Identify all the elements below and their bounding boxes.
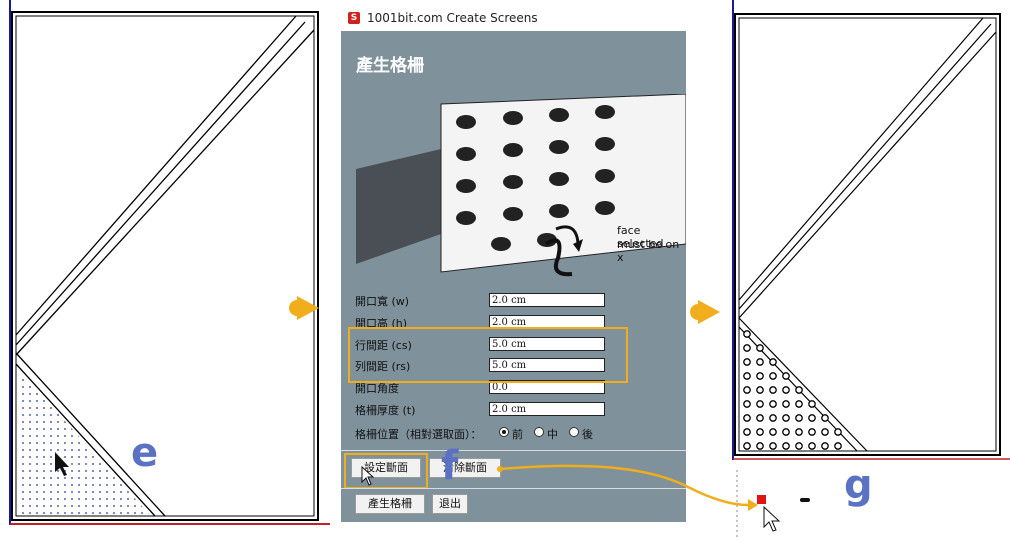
annotation-letter-g: g [844,462,873,508]
screen-hole [743,414,751,422]
label-opening-width: 開口寬 (w) [355,295,410,308]
screen-hole [834,428,842,436]
section-marker-dash [800,498,810,502]
left-panel-drawing [9,0,330,525]
sketchup-icon: S [348,12,360,24]
arrow-right-icon [287,294,319,322]
create-screen-button[interactable]: 產生格柵 [355,494,425,514]
mouse-cursor-icon-2 [763,506,781,532]
radio-back[interactable] [569,427,579,437]
column-spacing-input[interactable]: 5.0 cm [489,337,605,351]
connector-arrow [497,464,758,511]
screen-hole [769,442,777,450]
screen-hole [743,344,751,352]
label-screen-thickness: 格柵厚度 (t) [355,404,416,417]
screen-hole [782,428,790,436]
screen-hole [782,414,790,422]
radio-middle-label: 中 [547,428,558,441]
screen-hole [769,428,777,436]
right-viewport[interactable]: g [725,0,1010,539]
window-title: 1001bit.com Create Screens [367,11,538,25]
screen-hole [769,358,777,366]
screen-hole [808,414,816,422]
label-opening-angle: 開口角度 [355,382,399,395]
label-column-spacing: 行間距 (cs) [355,339,412,352]
dialog-titlebar[interactable]: S 1001bit.com Create Screens [341,6,686,31]
screen-hole [808,428,816,436]
screen-hole [769,386,777,394]
screen-hole [743,400,751,408]
screen-hole [808,442,816,450]
illustration-caption-2: must be on x [617,238,680,264]
screen-hole [743,386,751,394]
clear-section-button[interactable]: 清除斷面 [429,458,501,478]
annotation-letter-e: e [131,430,159,476]
screen-hole [743,428,751,436]
screen-thickness-input[interactable]: 2.0 cm [489,402,605,416]
screen-hole [756,372,764,380]
screen-hole [795,386,803,394]
annotation-letter-f: f [441,443,459,489]
divider-1 [341,450,686,451]
screen-hole [756,358,764,366]
create-screens-dialog: S 1001bit.com Create Screens 產生格柵 face s [341,6,687,522]
screen-hole [756,442,764,450]
screen-hole [769,400,777,408]
label-opening-height: 開口高 (h) [355,317,408,330]
screen-hole [743,372,751,380]
screen-hole [808,400,816,408]
screen-hole [795,442,803,450]
screen-holes [743,330,842,450]
radio-middle[interactable] [534,427,544,437]
screen-hole [782,400,790,408]
screen-hole [743,442,751,450]
opening-angle-input[interactable]: 0.0 [489,380,605,394]
screen-hole [756,400,764,408]
screen-hole [795,414,803,422]
screen-hole [756,386,764,394]
right-panel-drawing [732,0,1010,539]
screen-hole [821,414,829,422]
label-row-spacing: 列間距 (rs) [355,360,411,373]
divider-2 [341,488,686,489]
screen-hole [795,428,803,436]
radio-back-label: 後 [582,428,593,441]
screen-hole [756,428,764,436]
screen-hole [821,428,829,436]
arrow-right-icon-2 [688,298,720,326]
row-spacing-input[interactable]: 5.0 cm [489,358,605,372]
screen-hole [743,330,751,338]
highlight-spacing-box [348,327,628,383]
screen-hole [743,358,751,366]
section-marker-red [757,495,766,504]
screen-hole [769,372,777,380]
radio-front[interactable] [499,427,509,437]
highlight-set-section [344,453,428,489]
screen-illustration: face selected must be on x [351,93,687,290]
screen-hole [782,372,790,380]
screen-hole [821,442,829,450]
screen-hole [756,344,764,352]
screen-hole [769,414,777,422]
screen-hole [756,414,764,422]
exit-button[interactable]: 退出 [432,494,468,514]
illustration-caption-1: face selected [617,224,664,250]
opening-width-input[interactable]: 2.0 cm [489,293,605,307]
screen-hole [834,442,842,450]
left-viewport[interactable]: e [0,0,330,530]
screen-hole [782,386,790,394]
dialog-heading: 產生格柵 [356,56,424,76]
radio-front-label: 前 [512,428,523,441]
mouse-cursor-icon [361,466,375,486]
screen-hole [782,442,790,450]
label-screen-position: 格柵位置（相對選取面）： [355,428,482,441]
screen-hole [795,400,803,408]
